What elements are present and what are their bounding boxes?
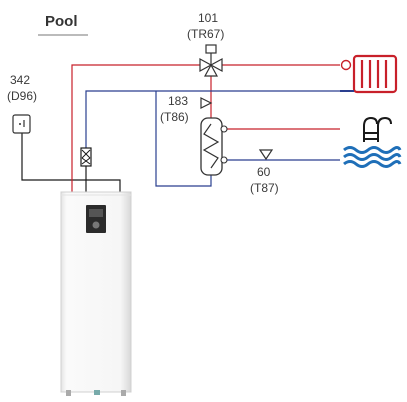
return-line xyxy=(85,90,350,187)
sensor-hx-code-label: (T86) xyxy=(160,110,189,124)
heat-pump-unit xyxy=(60,191,132,396)
diagram-title: Pool xyxy=(45,13,78,30)
radiator-icon xyxy=(340,54,398,94)
sensor-left-number-label: 342 xyxy=(10,73,30,87)
sensor-pool-number-label: 60 xyxy=(257,165,271,179)
heat-exchanger-icon xyxy=(200,117,228,176)
temp-sensor-t86-icon xyxy=(200,97,213,109)
sensor-left-code-label: (D96) xyxy=(7,89,37,103)
display-screen xyxy=(89,209,103,217)
sensor-hx-number-label: 183 xyxy=(168,94,188,108)
sensor-pool-code-label: (T87) xyxy=(250,181,279,195)
control-knob xyxy=(92,221,100,229)
outdoor-sensor-icon xyxy=(12,114,31,134)
flow-line xyxy=(71,64,340,192)
temp-sensor-t87-icon xyxy=(258,149,274,161)
valve-number-label: 101 xyxy=(198,11,218,25)
control-wiring xyxy=(21,133,121,192)
pool-icon xyxy=(343,116,402,168)
shunt-valve-icon xyxy=(199,44,223,77)
valve-code-label: (TR67) xyxy=(187,27,224,41)
circulation-pump-icon xyxy=(80,147,92,167)
